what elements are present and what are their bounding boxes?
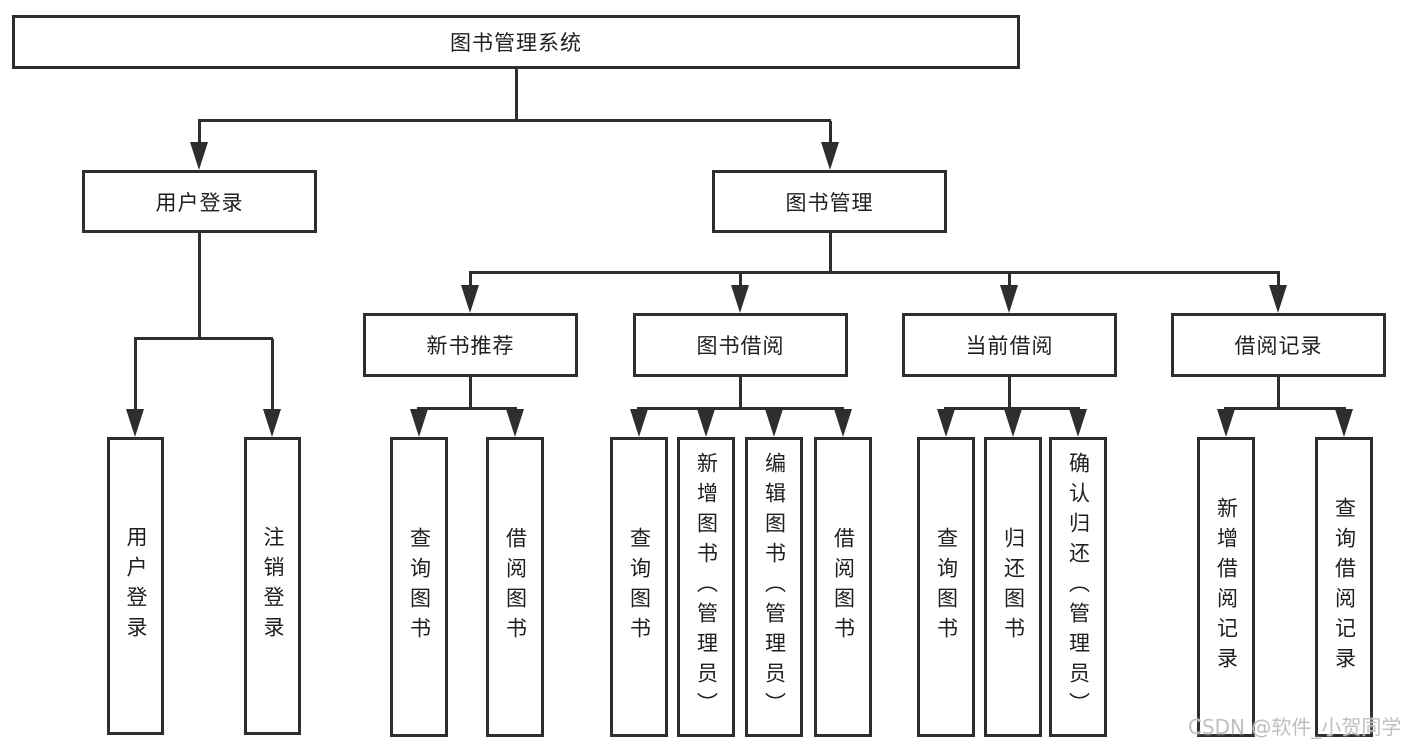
node-bb-edit-book: 编辑图书（管理员） xyxy=(745,437,803,737)
node-book-borrow-label: 图书借阅 xyxy=(696,334,785,358)
node-cb-query-book-label: 查询图书 xyxy=(934,527,959,647)
node-bb-query-book-label: 查询图书 xyxy=(627,527,652,647)
connector-level3-branch xyxy=(469,271,1280,274)
node-cb-return-book: 归还图书 xyxy=(984,437,1042,737)
arrowhead-bb-add-book xyxy=(697,409,715,437)
node-login-label: 用户登录 xyxy=(124,526,148,646)
arrowhead-user-login xyxy=(190,142,208,170)
node-book-mgmt-label: 图书管理 xyxy=(785,190,874,215)
connector-user-login-branch xyxy=(134,337,273,340)
connector-current-borrow-trunk xyxy=(1008,375,1011,409)
node-user-login: 用户登录 xyxy=(82,170,317,233)
node-br-query-record: 查询借阅记录 xyxy=(1315,437,1373,737)
connector-book-borrow-branch xyxy=(637,407,844,410)
connector-book-borrow-trunk xyxy=(739,375,742,409)
arrowhead-new-book-rec xyxy=(461,285,479,313)
node-nb-borrow-book-label: 借阅图书 xyxy=(503,527,528,647)
node-nb-query-book: 查询图书 xyxy=(390,437,448,737)
arrowhead-book-borrow xyxy=(731,285,749,313)
arrowhead-current-borrow xyxy=(1000,285,1018,313)
arrowhead-bb-borrow-book xyxy=(834,409,852,437)
node-bb-add-book: 新增图书（管理员） xyxy=(677,437,735,737)
node-bb-add-book-label: 新增图书（管理员） xyxy=(694,452,719,722)
node-bb-borrow-book-label: 借阅图书 xyxy=(831,527,856,647)
node-login: 用户登录 xyxy=(107,437,164,735)
arrowhead-nb-borrow-book xyxy=(506,409,524,437)
connector-borrow-record-trunk xyxy=(1277,375,1280,409)
node-nb-borrow-book: 借阅图书 xyxy=(486,437,544,737)
node-user-login-label: 用户登录 xyxy=(155,190,244,215)
csdn-watermark: CSDN @软件_小贺同学 xyxy=(1188,715,1402,739)
connector-root-trunk xyxy=(515,68,518,122)
node-bb-query-book: 查询图书 xyxy=(610,437,668,737)
connector-level2-branch xyxy=(198,119,831,122)
connector-stem-user-login xyxy=(198,121,201,144)
connector-stem-login xyxy=(134,339,137,410)
node-cb-return-book-label: 归还图书 xyxy=(1001,527,1026,647)
node-book-mgmt: 图书管理 xyxy=(712,170,947,233)
node-br-query-record-label: 查询借阅记录 xyxy=(1332,497,1357,677)
arrowhead-cb-confirm-return xyxy=(1069,409,1087,437)
node-borrow-record: 借阅记录 xyxy=(1171,313,1386,377)
node-new-book-rec: 新书推荐 xyxy=(363,313,578,377)
node-logout: 注销登录 xyxy=(244,437,301,735)
arrowhead-bb-query-book xyxy=(630,409,648,437)
node-current-borrow: 当前借阅 xyxy=(902,313,1117,377)
arrowhead-br-query-record xyxy=(1335,409,1353,437)
node-nb-query-book-label: 查询图书 xyxy=(407,527,432,647)
node-root-label: 图书管理系统 xyxy=(450,31,582,55)
connector-stem-borrow-record xyxy=(1277,273,1280,287)
connector-stem-book-borrow xyxy=(739,273,742,287)
node-br-add-record-label: 新增借阅记录 xyxy=(1214,497,1239,677)
node-logout-label: 注销登录 xyxy=(261,526,285,646)
arrowhead-br-add-record xyxy=(1217,409,1235,437)
node-br-add-record: 新增借阅记录 xyxy=(1197,437,1255,737)
arrowhead-login xyxy=(126,409,144,437)
connector-borrow-record-branch xyxy=(1224,407,1346,410)
connector-stem-logout xyxy=(271,339,274,410)
node-root: 图书管理系统 xyxy=(12,15,1020,69)
node-borrow-record-label: 借阅记录 xyxy=(1234,334,1323,358)
node-cb-confirm-return-label: 确认归还（管理员） xyxy=(1066,452,1091,722)
connector-user-login-trunk xyxy=(198,231,201,339)
arrowhead-book-mgmt xyxy=(821,142,839,170)
node-cb-query-book: 查询图书 xyxy=(917,437,975,737)
connector-stem-current-borrow xyxy=(1008,273,1011,287)
node-bb-edit-book-label: 编辑图书（管理员） xyxy=(762,452,787,722)
node-cb-confirm-return: 确认归还（管理员） xyxy=(1049,437,1107,737)
connector-new-book-rec-trunk xyxy=(469,375,472,409)
arrowhead-nb-query-book xyxy=(410,409,428,437)
node-new-book-rec-label: 新书推荐 xyxy=(426,334,515,358)
connector-book-mgmt-trunk xyxy=(829,231,832,274)
node-book-borrow: 图书借阅 xyxy=(633,313,848,377)
connector-stem-new-book-rec xyxy=(469,273,472,287)
node-current-borrow-label: 当前借阅 xyxy=(965,334,1054,358)
arrowhead-bb-edit-book xyxy=(765,409,783,437)
connector-stem-book-mgmt xyxy=(829,121,832,144)
node-bb-borrow-book: 借阅图书 xyxy=(814,437,872,737)
arrowhead-logout xyxy=(263,409,281,437)
arrowhead-borrow-record xyxy=(1269,285,1287,313)
connector-new-book-rec-branch xyxy=(417,407,517,410)
connector-current-borrow-branch xyxy=(944,407,1080,410)
arrowhead-cb-query-book xyxy=(937,409,955,437)
arrowhead-cb-return-book xyxy=(1004,409,1022,437)
